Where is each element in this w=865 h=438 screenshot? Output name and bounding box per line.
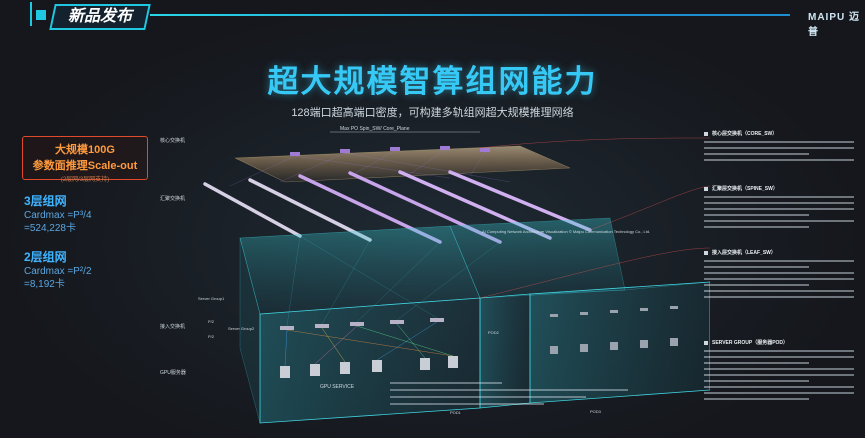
core-plane-label: Max PO Spin_SW/ Core_Plane	[340, 126, 410, 132]
core-switch	[340, 149, 350, 153]
right-section-leaf-heading: 接入层交换机（LEAF_SW）	[712, 250, 776, 256]
pod3-label: POD3	[590, 409, 602, 414]
bullet-icon	[704, 186, 708, 191]
scale-box-line2: 参数面推理Scale-out	[32, 160, 138, 172]
header-accent-square	[36, 10, 46, 20]
gpu-server-label: GPU服务器	[160, 369, 186, 376]
server-group2-label: Server Group2	[228, 326, 255, 331]
gpu-service-label: GPU SERVICE	[320, 384, 355, 390]
pod1-label: POD1	[450, 410, 462, 415]
right-section-core-heading: 核心层交换机（CORE_SW）	[712, 131, 778, 137]
right-section-leaf: 接入层交换机（LEAF_SW）	[704, 249, 854, 298]
core-switch	[480, 148, 490, 152]
right-section-server-group: SERVER GROUP（服务器POD）	[704, 339, 854, 400]
p-half-label-2: P/2	[208, 334, 215, 339]
core-plane	[234, 145, 571, 183]
header-divider	[150, 14, 790, 16]
tier2-heading: 2层组网	[24, 250, 67, 264]
new-release-badge: 新品发布	[49, 4, 151, 30]
tier3-formula: Cardmax =P³/4	[24, 210, 92, 221]
tier3-block: 3层组网 Cardmax =P³/4 =524,228卡	[24, 192, 92, 235]
pod3-front	[529, 281, 710, 404]
pod-note: AI Computing Network Architecture Visual…	[482, 229, 650, 234]
bottom-notes	[390, 382, 670, 432]
core-switch-label: 核心交换机	[160, 137, 185, 144]
bullet-icon	[704, 340, 708, 345]
tier2-result: =8,192卡	[24, 279, 65, 290]
tier2-block: 2层组网 Cardmax =P²/2 =8,192卡	[24, 248, 92, 291]
core-switch	[390, 147, 400, 151]
scale-box-line1: 大规模100G	[55, 144, 115, 156]
core-switch	[440, 146, 450, 150]
right-section-spine-heading: 汇聚层交换机（SPINE_SW）	[712, 186, 778, 192]
p-half-label-1: P/2	[208, 319, 215, 324]
scale-box-line3: (2层网/3层网支持)	[60, 177, 110, 183]
core-switch	[290, 152, 300, 156]
bullet-icon	[704, 250, 708, 255]
brand-logo: MAIPU 迈普	[808, 12, 860, 38]
pod2-label: POD2	[488, 330, 500, 335]
right-section-server-heading: SERVER GROUP（服务器POD）	[712, 340, 789, 346]
tier3-result: =524,228卡	[24, 223, 76, 234]
badge-text: 新品发布	[67, 8, 132, 25]
aggregation-switch-label: 汇聚交换机	[160, 195, 185, 202]
right-section-spine: 汇聚层交换机（SPINE_SW）	[704, 185, 854, 228]
access-switch-label: 接入交换机	[160, 323, 185, 330]
bullet-icon	[704, 131, 708, 136]
scale-out-box: 大规模100G 参数面推理Scale-out (2层网/3层网支持)	[22, 136, 148, 183]
right-info-panel: 核心层交换机（CORE_SW） 汇聚层交换机（SPINE_SW） 接入层交换机（…	[704, 125, 854, 435]
server-group1-label: Server Group1	[198, 296, 225, 301]
tier3-heading: 3层组网	[24, 194, 67, 208]
page-title: 超大规模智算组网能力	[267, 64, 598, 99]
header-accent-line	[30, 2, 32, 26]
page-subtitle: 128端口超高端口密度，可构建多轨组网超大规模推理网络	[291, 107, 574, 119]
tier2-formula: Cardmax =P²/2	[24, 266, 92, 277]
network-topology-diagram: 核心交换机 汇聚交换机 接入交换机 GPU服务器 Max PO Spin_SW/…	[160, 126, 710, 424]
right-section-core: 核心层交换机（CORE_SW）	[704, 130, 854, 161]
